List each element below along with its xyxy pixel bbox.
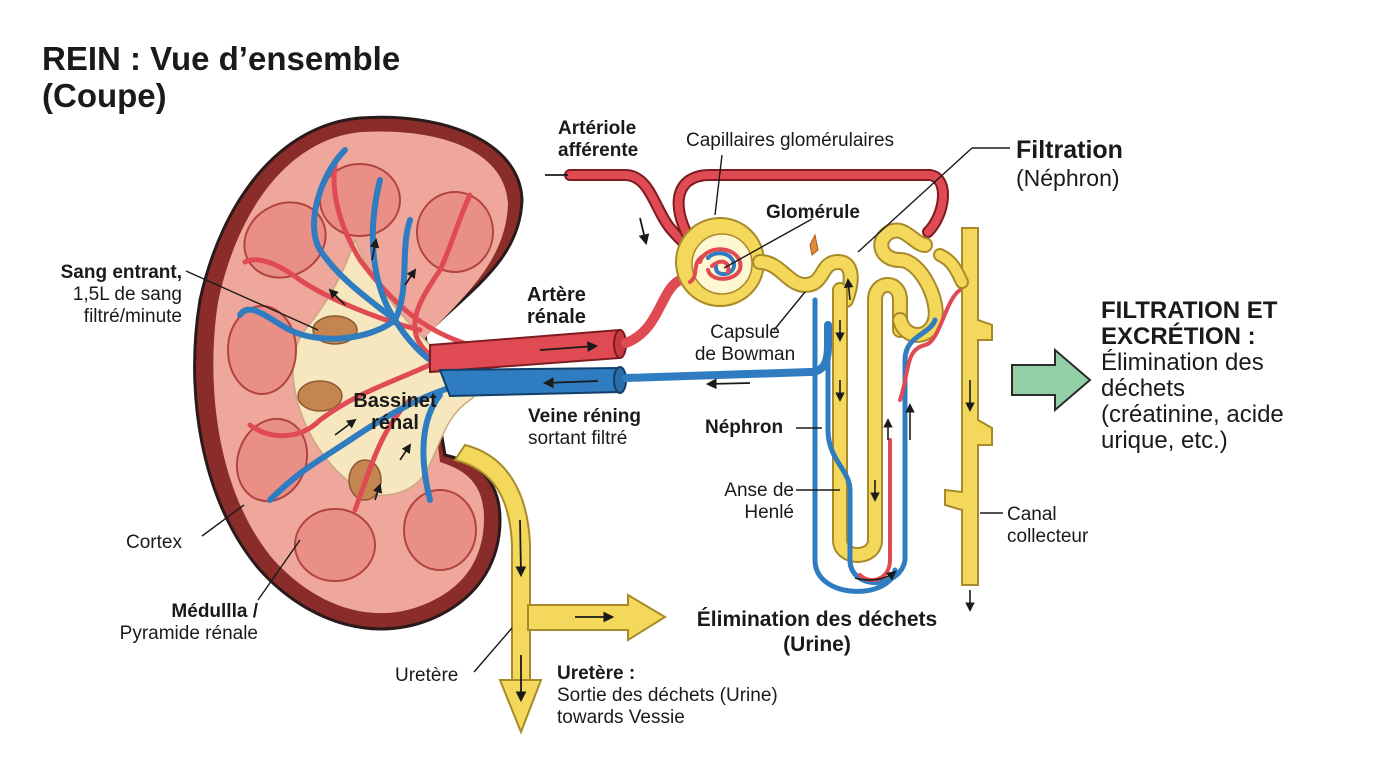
label-medulla: Médullla / Pyramide rénale	[119, 601, 258, 644]
leader-lines	[185, 147, 1010, 673]
kidney	[193, 115, 524, 631]
label-capsule: Capsule de Bowman	[694, 322, 796, 365]
label-glomerule: Glomérule	[766, 202, 860, 223]
summary-heading-1: FILTRATION ET	[1101, 297, 1278, 324]
label-canal-collecteur: Canal collecteur	[1007, 504, 1089, 547]
label-veine-renale: Veine réning sortant filtré	[528, 406, 641, 449]
green-arrow-icon	[1011, 347, 1092, 413]
pelvis-flow-arrows	[328, 238, 417, 501]
title-line-1: REIN : Vue d’ensemble	[42, 40, 401, 77]
label-nephron: Néphron	[705, 417, 784, 438]
label-uretere: Uretère	[395, 665, 459, 686]
summary-body-3: (créatinine, acide	[1101, 401, 1284, 428]
label-cortex: Cortex	[126, 532, 182, 553]
summary-box: FILTRATION ET EXCRÉTION : Élimination de…	[1101, 298, 1284, 454]
summary-body-4: urique, etc.)	[1101, 427, 1228, 454]
summary-heading-2: EXCRÉTION :	[1101, 323, 1256, 350]
ureter	[453, 443, 667, 735]
label-elimination: Élimination des déchets (Urine)	[696, 608, 938, 656]
label-sang-entrant: Sang entrant, 1,5L de sang filtré/minute	[60, 262, 182, 327]
label-anse-henle: Anse de Henlé	[724, 480, 794, 523]
summary-body-1: Élimination des	[1101, 349, 1264, 376]
kidney-veins	[237, 147, 503, 503]
label-bassinet: Bassinet rénal	[353, 390, 437, 434]
label-capillaires: Capillaires glomérulaires	[686, 130, 895, 151]
label-artere-renale: Artère rénale	[527, 284, 586, 328]
renal-vein	[438, 321, 832, 398]
nephron	[545, 169, 993, 612]
label-filtration: Filtration (Néphron)	[1016, 136, 1123, 191]
label-uretere-sortie: Uretère : Sortie des déchets (Urine) tow…	[557, 663, 778, 728]
summary-body-2: déchets	[1101, 375, 1186, 402]
page-title: REIN : Vue d’ensemble (Coupe)	[42, 40, 400, 114]
title-line-2: (Coupe)	[42, 77, 167, 114]
label-arteriole: Artériole afférente	[558, 118, 639, 161]
glomerulus	[688, 247, 743, 284]
